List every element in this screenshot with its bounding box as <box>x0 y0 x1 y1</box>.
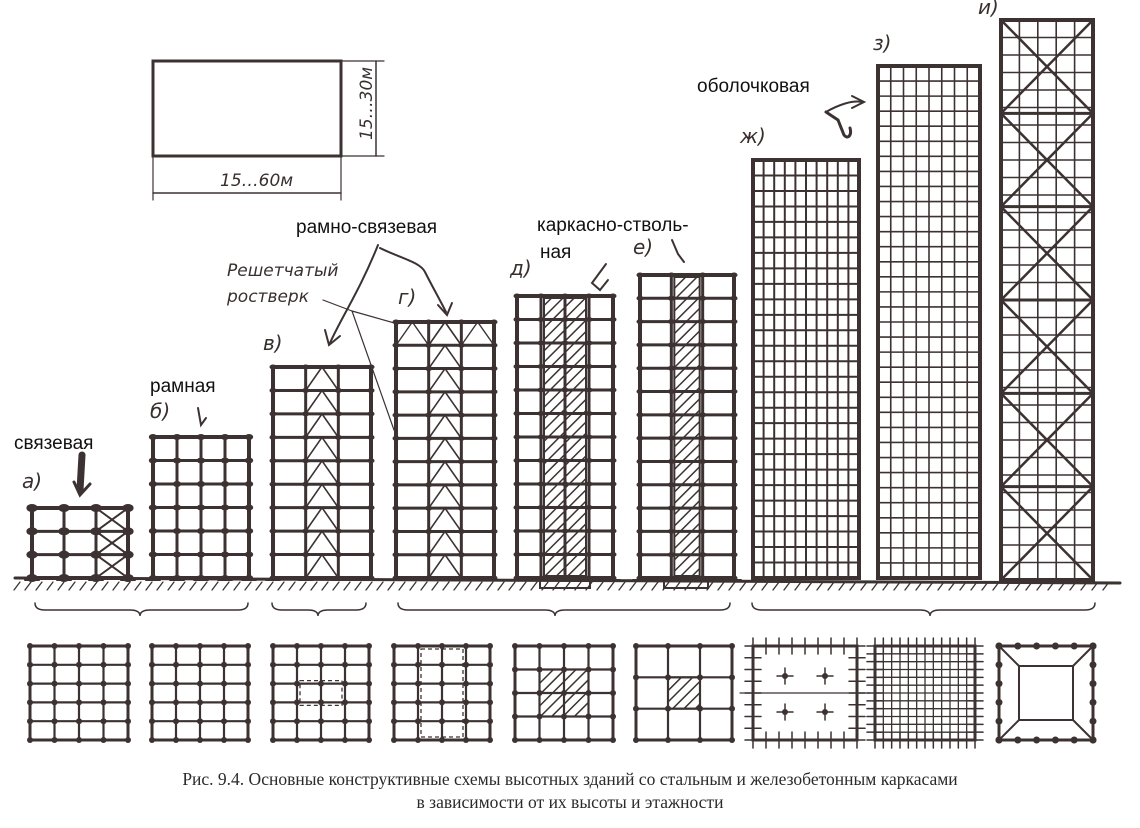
caption-line2: в зависимости от их высоты и этажности <box>417 792 724 812</box>
scheme-letter-zh: ж) <box>739 124 766 148</box>
plan-views <box>27 637 1097 749</box>
label-karkasno-line1: каркасно-стволь- <box>537 215 689 236</box>
building-v-frame-braced <box>265 364 379 581</box>
building-g-frame-braced-grid-roof <box>388 319 502 581</box>
building-i-braced-tube <box>999 18 1095 582</box>
ground-hatching <box>13 581 1110 591</box>
plan-dimension-sketch: 15…60м 15…30м <box>151 59 385 201</box>
building-e-frame-core <box>632 272 742 589</box>
scheme-letter-b: б) <box>150 399 170 423</box>
label-karkasno-line2: ная <box>540 242 571 263</box>
scheme-letter-a: а) <box>22 469 42 493</box>
building-b-frame <box>145 434 257 581</box>
scheme-letter-d: д) <box>509 256 532 280</box>
label-ramnaya: рамная <box>150 376 216 397</box>
caption-line1: Рис. 9.4. Основные конструктивные схемы … <box>182 769 957 789</box>
building-d-frame-core <box>509 293 621 589</box>
label-ramno-svyazevaya: рамно-связевая <box>296 217 437 238</box>
hand-arrows <box>72 95 867 498</box>
grid-roof-line1: Решетчатый <box>227 261 338 281</box>
building-a-braced <box>24 504 136 582</box>
scheme-letter-v: в) <box>263 331 283 355</box>
grid-roof-leader-2 <box>351 310 395 431</box>
grid-roof-line2: ростверк <box>226 287 310 307</box>
building-zh-tube <box>751 158 861 580</box>
scheme-letter-i: и) <box>978 0 999 19</box>
label-svyazevaya: связевая <box>14 433 93 454</box>
scheme-letter-z: з) <box>873 31 891 55</box>
scheme-letter-e: е) <box>633 235 653 259</box>
building-z-tube <box>876 64 982 580</box>
label-obolochkovaya: оболочковая <box>697 76 810 97</box>
scheme-letter-g: г) <box>398 285 416 309</box>
grid-roof-leader-3 <box>351 310 399 325</box>
plan-depth-label: 15…30м <box>357 67 377 140</box>
group-braces <box>34 602 1096 617</box>
plan-width-label: 15…60м <box>220 171 293 191</box>
